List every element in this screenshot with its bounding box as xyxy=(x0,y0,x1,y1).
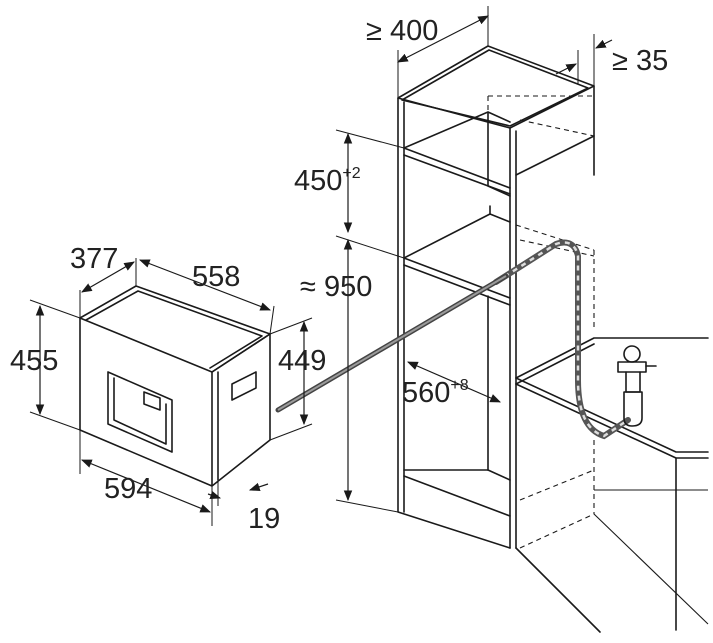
label-niche-height: 450+2 xyxy=(294,165,361,197)
label-appliance-height: 455 xyxy=(10,345,58,377)
label-appliance-depth: 377 xyxy=(70,243,118,275)
dim-appliance-depth xyxy=(79,258,137,318)
label-niche-depth: 560+8 xyxy=(402,377,469,409)
label-appliance-inner-height: 449 xyxy=(278,345,326,377)
coffee-machine xyxy=(79,285,271,487)
dim-niche-depth xyxy=(407,361,501,403)
dim-appliance-top-width xyxy=(138,259,275,335)
label-floor-to-niche: ≈ 950 xyxy=(300,271,372,303)
tall-cabinet xyxy=(397,45,595,549)
adjacent-counter xyxy=(515,337,709,633)
label-front-thickness: 19 xyxy=(248,503,280,535)
dim-front-thickness xyxy=(207,480,269,506)
dim-floor-to-niche xyxy=(335,238,399,513)
dim-rear-gap xyxy=(555,34,613,86)
dim-appliance-inner-height xyxy=(269,317,313,441)
water-tap-icon xyxy=(617,345,657,427)
dim-appliance-height xyxy=(29,299,81,431)
label-rear-gap: ≥ 35 xyxy=(612,45,668,77)
power-cable xyxy=(275,273,509,413)
label-appliance-width: 594 xyxy=(104,473,152,505)
label-cabinet-width: ≥ 400 xyxy=(366,15,438,47)
dim-niche-height xyxy=(335,129,405,259)
water-hose xyxy=(493,239,631,440)
dim-cabinet-width xyxy=(397,6,489,98)
label-appliance-top-width: 558 xyxy=(192,261,240,293)
